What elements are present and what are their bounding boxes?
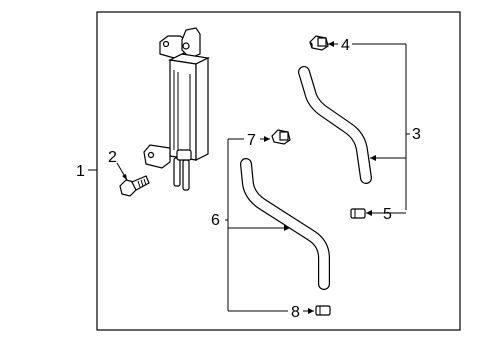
callout-3: 3 xyxy=(412,126,421,143)
hose-clamp-4 xyxy=(309,35,329,51)
hose-clamp-7 xyxy=(271,129,291,145)
bolt xyxy=(119,175,150,197)
callout-5: 5 xyxy=(383,206,392,223)
hose-lower xyxy=(240,158,330,290)
hose-upper xyxy=(298,66,372,184)
plug-5 xyxy=(350,208,366,219)
callout-4: 4 xyxy=(341,37,350,54)
leader-lines xyxy=(88,41,410,314)
plug-8 xyxy=(315,305,331,316)
diagram-frame xyxy=(96,11,461,331)
callout-7: 7 xyxy=(247,132,256,149)
callout-1: 1 xyxy=(76,163,85,180)
oil-cooler-assembly xyxy=(143,27,210,191)
callout-6: 6 xyxy=(211,212,220,229)
callout-8: 8 xyxy=(291,304,300,321)
callout-2: 2 xyxy=(108,149,117,166)
